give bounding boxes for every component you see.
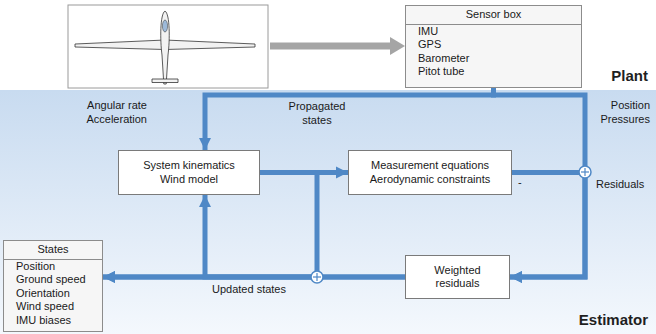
signal-label: Updated states: [212, 283, 302, 297]
process-box: Measurement equations Aerodynamic constr…: [348, 150, 512, 195]
box-heading: States: [4, 241, 102, 260]
sign-label: -: [518, 176, 530, 190]
list-item: Barometer: [406, 52, 581, 66]
signal-arrow: [270, 37, 405, 55]
sensor-box: Sensor boxIMUGPSBarometerPitot tube: [405, 5, 582, 88]
list-item: Orientation: [4, 287, 102, 301]
list-item: IMU biases: [4, 314, 102, 328]
signal-label: Residuals: [596, 178, 652, 192]
plant-band: Sensor boxIMUGPSBarometerPitot tubePlant: [0, 0, 656, 90]
box-label: Measurement equations Aerodynamic constr…: [356, 159, 504, 186]
signal-label: Propagated states: [280, 100, 354, 127]
sum-junction: [579, 166, 591, 178]
process-box: Weighted residuals: [405, 255, 510, 299]
glider-illustration: [68, 5, 268, 88]
list-item: Wind speed: [4, 300, 102, 314]
estimator-band: System kinematics Wind model Measurement …: [0, 90, 656, 334]
sum-junction: [311, 271, 323, 283]
list-item: Ground speed: [4, 273, 102, 287]
box-heading: Sensor box: [406, 6, 581, 25]
list-item: Pitot tube: [406, 65, 581, 79]
states-box: StatesPositionGround speedOrientationWin…: [3, 240, 103, 332]
band-title: Estimator: [579, 311, 648, 329]
box-label: Weighted residuals: [421, 264, 495, 291]
list-item: IMU: [406, 25, 581, 39]
signal-label: Position Pressures: [588, 99, 650, 126]
estimator-ground: [0, 90, 656, 334]
list-item: Position: [4, 260, 102, 274]
plant-ground: [0, 0, 656, 90]
signal-connector: [510, 173, 585, 278]
signal-connector: [205, 195, 405, 277]
list-item: GPS: [406, 38, 581, 52]
process-box: System kinematics Wind model: [118, 150, 260, 195]
box-label: System kinematics Wind model: [133, 159, 245, 186]
band-title: Plant: [611, 67, 648, 85]
signal-connector: [205, 88, 494, 150]
signal-label: Angular rate Acceleration: [53, 99, 147, 126]
